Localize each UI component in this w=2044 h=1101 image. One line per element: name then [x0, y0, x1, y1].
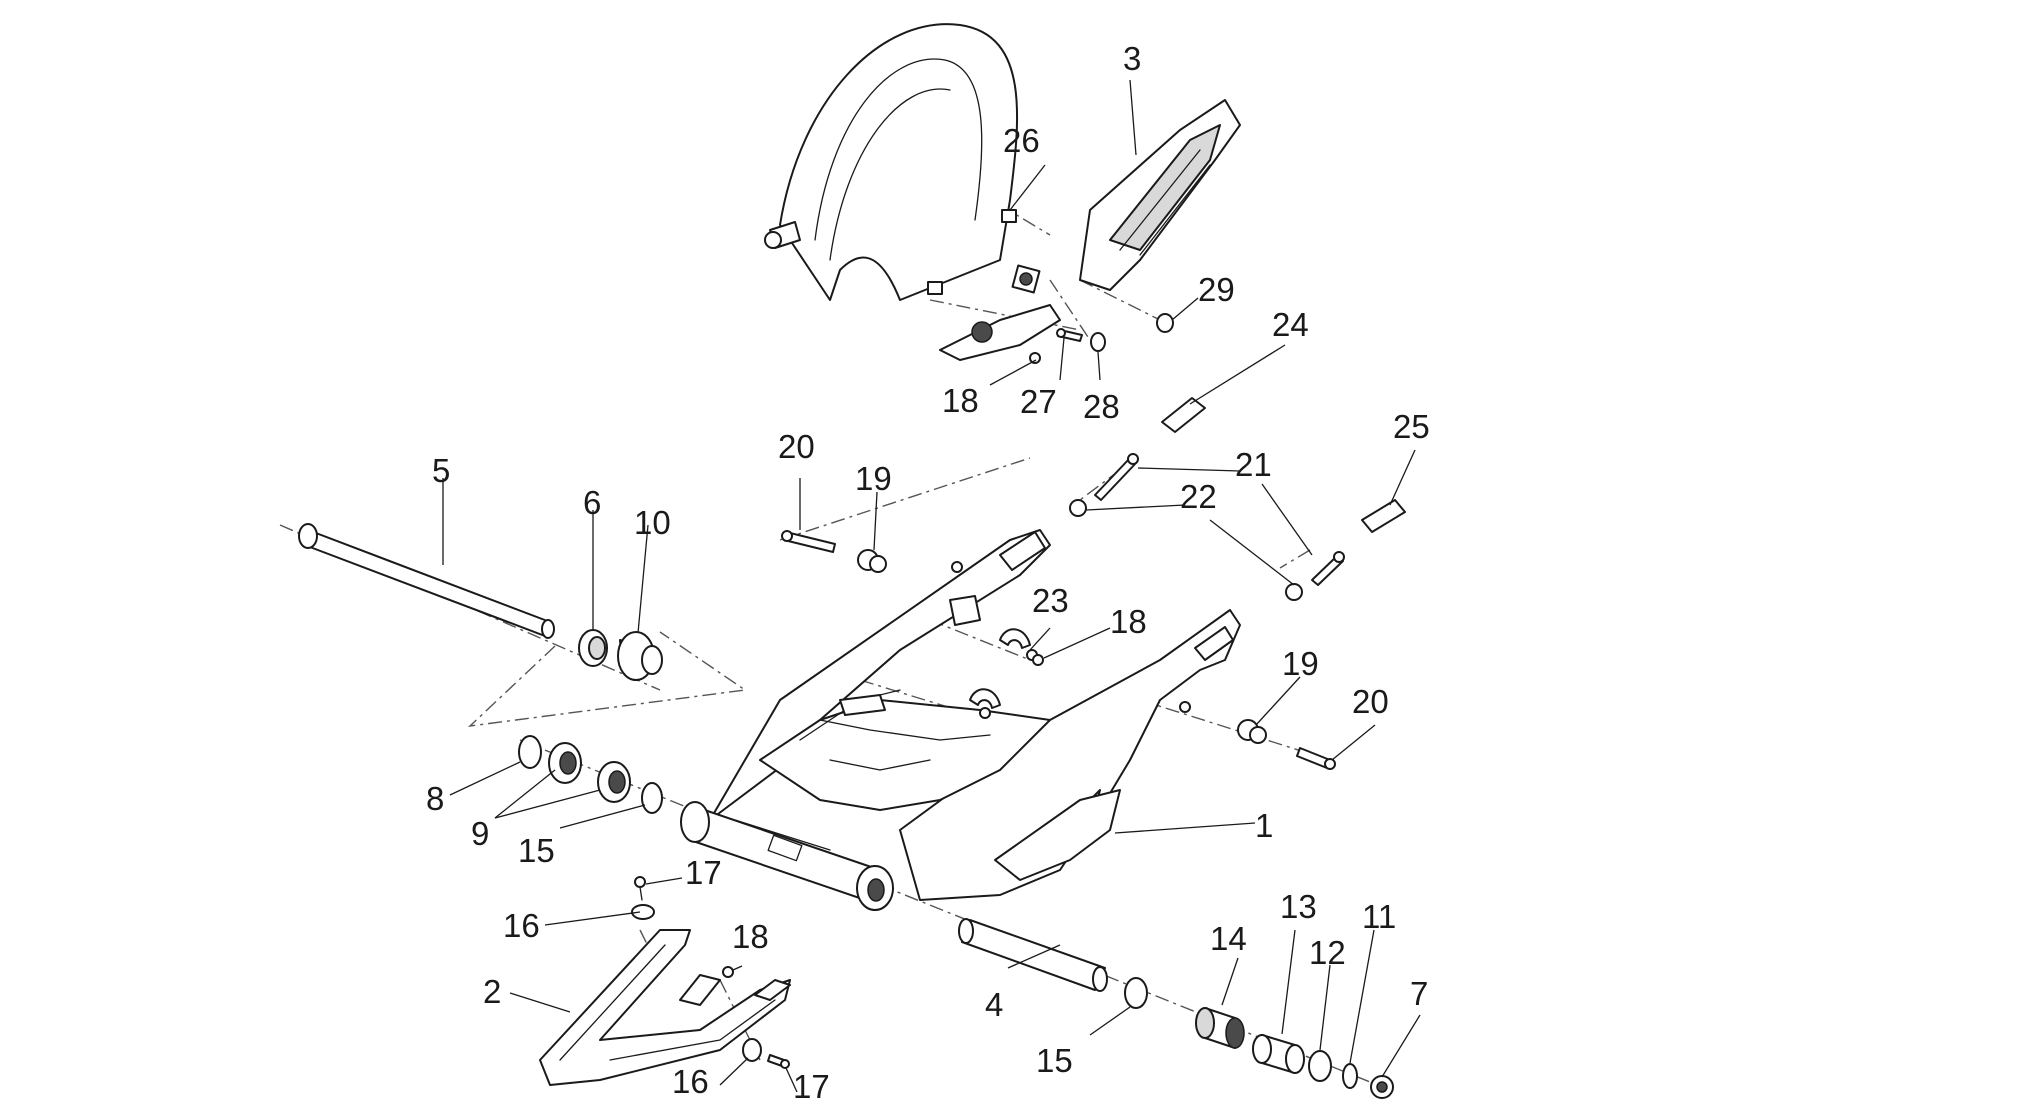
- part-6-bushing: [578, 629, 608, 667]
- part-3-chain-guard: [1079, 99, 1241, 291]
- part-20-bolt-lower: [1296, 747, 1336, 770]
- callout-1: 1: [1255, 807, 1273, 844]
- part-24-cap: [1161, 397, 1206, 433]
- part-2-chain-slider: [539, 929, 791, 1086]
- callout-17-upper: 17: [685, 854, 722, 891]
- part-1-swingarm: [680, 529, 1241, 911]
- callout-6: 6: [583, 484, 601, 521]
- part-28-washer: [1090, 332, 1106, 352]
- callout-18-center: 18: [1110, 603, 1147, 640]
- callout-16-upper: 16: [503, 907, 540, 944]
- part-17-screw-upper: [634, 876, 646, 901]
- part-4-pivot-shaft: [958, 918, 1108, 992]
- callout-24: 24: [1272, 306, 1309, 343]
- part-18-screw-center: [1032, 654, 1044, 666]
- callout-18-top: 18: [942, 382, 979, 419]
- callout-16-lower: 16: [672, 1063, 709, 1100]
- part-16-washer-lower: [742, 1038, 762, 1062]
- callout-14: 14: [1210, 920, 1247, 957]
- callout-7: 7: [1410, 975, 1428, 1012]
- callout-20-lower: 20: [1352, 683, 1389, 720]
- callout-21: 21: [1235, 446, 1272, 483]
- callout-2: 2: [483, 973, 501, 1010]
- callout-25: 25: [1393, 408, 1430, 445]
- callout-19-lower: 19: [1282, 645, 1319, 682]
- part-26-clip: [927, 209, 1017, 295]
- part-9-bearing-b: [597, 761, 631, 803]
- callout-18-slider: 18: [732, 918, 769, 955]
- callout-23: 23: [1032, 582, 1069, 619]
- callout-22: 22: [1180, 478, 1217, 515]
- part-23-clamp: [969, 628, 1038, 719]
- part-19-bush-upper: [857, 549, 887, 573]
- part-15-ring-right: [1124, 977, 1148, 1009]
- part-7-nut: [1370, 1075, 1394, 1099]
- part-20-bolt-upper: [781, 530, 836, 553]
- callout-8: 8: [426, 780, 444, 817]
- part-27-screw: [1056, 328, 1083, 342]
- callout-11: 11: [1362, 898, 1396, 935]
- callout-20-upper: 20: [778, 428, 815, 465]
- callout-labels: 1 2 3 4 5 6 7 8 9 10 11 12 13 14 15 15 1…: [426, 40, 1430, 1101]
- mudguard-bracket: [1011, 264, 1041, 294]
- part-8-circlip: [518, 735, 542, 769]
- callout-17-lower: 17: [793, 1068, 830, 1101]
- callout-29: 29: [1198, 271, 1235, 308]
- part-22-nut-a: [1069, 499, 1087, 517]
- part-12-ring: [1308, 1050, 1332, 1082]
- callout-4: 4: [985, 986, 1003, 1023]
- callout-10: 10: [634, 504, 671, 541]
- part-10-sleeve: [617, 631, 663, 681]
- part-11-circlip: [1342, 1063, 1358, 1089]
- callout-3: 3: [1123, 40, 1141, 77]
- callout-13: 13: [1280, 888, 1317, 925]
- part-18-screw-lower: [722, 966, 734, 978]
- callout-12: 12: [1309, 934, 1346, 971]
- part-16-washer-upper: [631, 904, 655, 920]
- part-29-washer: [1156, 313, 1174, 333]
- part-21-bolt-b: [1311, 551, 1345, 586]
- part-22-nut-b: [1285, 583, 1303, 601]
- part-13-spacer: [1252, 1034, 1305, 1074]
- callout-28: 28: [1083, 388, 1120, 425]
- callout-15-right: 15: [1036, 1042, 1073, 1079]
- callout-5: 5: [432, 452, 450, 489]
- part-15-ring-left: [641, 782, 663, 814]
- callout-15-left: 15: [518, 832, 555, 869]
- part-9-bearing-a: [548, 742, 582, 784]
- part-25-cap: [1361, 499, 1406, 533]
- part-5-spindle: [298, 523, 555, 639]
- callout-19-upper: 19: [855, 460, 892, 497]
- callout-9: 9: [471, 815, 489, 852]
- part-21-bolt-a: [1094, 453, 1139, 501]
- part-14-needle-bearing: [1195, 1007, 1245, 1049]
- callout-27: 27: [1020, 383, 1057, 420]
- leader-lines: [442, 79, 1421, 1093]
- part-19-bush-lower: [1237, 719, 1267, 744]
- callout-26: 26: [1003, 122, 1040, 159]
- mudguard: [764, 23, 1061, 361]
- part-18-screw-top: [1029, 352, 1041, 364]
- part-17-screw-lower: [767, 1054, 790, 1069]
